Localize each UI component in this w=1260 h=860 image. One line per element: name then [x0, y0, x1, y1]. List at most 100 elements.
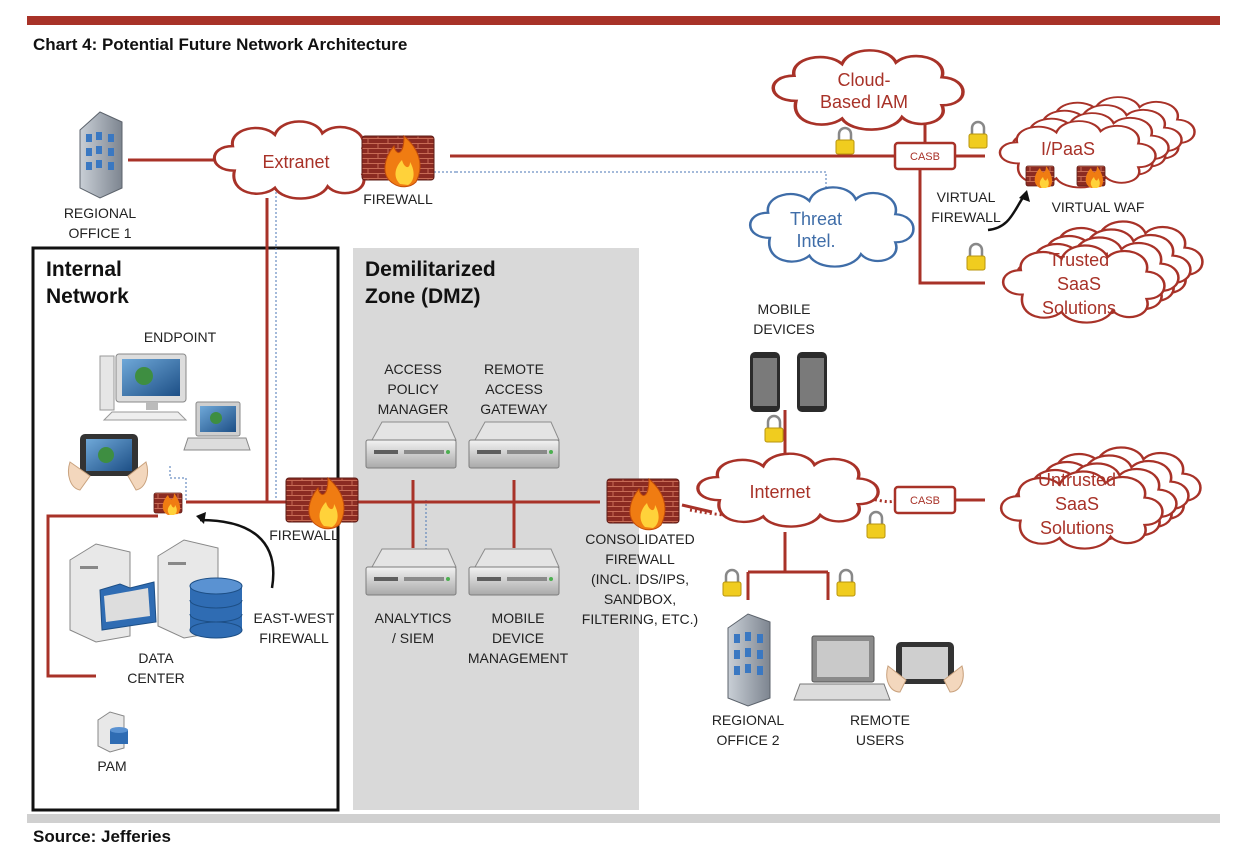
- cloud-iam-label: Cloud-Based IAM: [820, 70, 908, 112]
- label-line: / SIEM: [392, 630, 434, 646]
- label-line: SaaS: [1057, 274, 1101, 294]
- chart-title: Chart 4: Potential Future Network Archit…: [33, 35, 407, 54]
- pam-label: PAM: [97, 758, 126, 774]
- phone-icon: [797, 352, 827, 412]
- mobile-devices-label: MOBILE DEVICES: [753, 301, 814, 337]
- label-line: Intel.: [796, 231, 835, 251]
- phone-icon: [750, 352, 780, 412]
- label-line: Solutions: [1042, 298, 1116, 318]
- mobile-device-management-label: MOBILE DEVICE MANAGEMENT: [468, 610, 569, 666]
- lock-icon: [965, 242, 987, 272]
- label-line: MOBILE: [492, 610, 545, 626]
- label-line: Based IAM: [820, 92, 908, 112]
- regional-office-1-label: REGIONAL OFFICE 1: [64, 205, 137, 241]
- tablet-icon: [886, 642, 964, 693]
- label-line: DEVICE: [492, 630, 544, 646]
- laptop-icon: [793, 635, 891, 701]
- virtual-firewall-icon: [1025, 165, 1055, 189]
- desktop-computer-icon: [99, 353, 188, 421]
- label-line: I/PaaS: [1041, 139, 1095, 159]
- label-line: Cloud-: [837, 70, 890, 90]
- label-line: Trusted: [1049, 250, 1109, 270]
- remote-users-label: REMOTE USERS: [850, 712, 910, 748]
- label-line: FILTERING, ETC.): [582, 611, 698, 627]
- label-line: FIREWALL: [931, 209, 1001, 225]
- database-icon: [189, 577, 243, 639]
- casb-bottom-label: CASB: [910, 495, 940, 507]
- internal-network-zone: [31, 246, 340, 812]
- label-line: Demilitarized: [365, 258, 496, 281]
- label-line: POLICY: [387, 381, 439, 397]
- label-line: VIRTUAL WAF: [1052, 199, 1145, 215]
- extranet-label: Extranet: [262, 152, 329, 172]
- label-line: Extranet: [262, 152, 329, 172]
- lock-icon: [835, 568, 857, 598]
- bottom-rule: [27, 814, 1220, 823]
- analytics-siem-label: ANALYTICS / SIEM: [375, 610, 452, 646]
- east-west-firewall-icon: [153, 492, 183, 516]
- label-line: ENDPOINT: [144, 329, 217, 345]
- label-line: FIREWALL: [363, 191, 433, 207]
- label-line: DEVICES: [753, 321, 814, 337]
- consolidated-firewall-icon: [606, 478, 680, 531]
- label-line: (INCL. IDS/IPS,: [591, 571, 689, 587]
- virtual-waf-icon: [1076, 165, 1106, 189]
- label-line: Threat: [790, 209, 842, 229]
- pam-database-icon: [97, 711, 128, 753]
- label-line: CONSOLIDATED: [585, 531, 694, 547]
- label-line: MOBILE: [758, 301, 811, 317]
- ipaas-label: I/PaaS: [1041, 139, 1095, 159]
- folder-icon: [99, 581, 157, 631]
- dmz-zone: [353, 248, 639, 810]
- label-line: Internal: [46, 258, 122, 281]
- label-line: ACCESS: [485, 381, 543, 397]
- virtual-firewall-arrow: [987, 195, 1026, 232]
- casb-top-box: [893, 141, 957, 171]
- label-line: SaaS: [1055, 494, 1099, 514]
- firewall-icon: [285, 477, 359, 530]
- label-line: Network: [46, 285, 129, 308]
- label-line: ANALYTICS: [375, 610, 452, 626]
- lock-icon: [834, 126, 856, 156]
- label-line: USERS: [856, 732, 904, 748]
- label-line: Zone (DMZ): [365, 285, 480, 308]
- label-line: Solutions: [1040, 518, 1114, 538]
- server-icon: [365, 548, 457, 596]
- label-line: Untrusted: [1038, 470, 1116, 490]
- label-line: MANAGER: [378, 401, 449, 417]
- label-line: REGIONAL: [712, 712, 785, 728]
- firewall-mid-label: FIREWALL: [269, 527, 339, 543]
- arrow-head: [1019, 190, 1030, 202]
- endpoint-label: ENDPOINT: [144, 329, 217, 345]
- arrow-head: [196, 512, 206, 524]
- label-line: PAM: [97, 758, 126, 774]
- lock-icon: [721, 568, 743, 598]
- east-west-arrow: [199, 518, 275, 589]
- label-line: FIREWALL: [269, 527, 339, 543]
- label-line: GATEWAY: [480, 401, 548, 417]
- building-icon: [727, 613, 771, 707]
- label-line: Internet: [749, 482, 810, 502]
- internet-label: Internet: [749, 482, 810, 502]
- label-line: DATA: [138, 650, 174, 666]
- building-icon: [79, 111, 123, 199]
- server-icon: [365, 421, 457, 469]
- label-line: EAST-WEST: [254, 610, 335, 626]
- laptop-icon: [183, 401, 251, 451]
- label-line: REGIONAL: [64, 205, 137, 221]
- label-line: OFFICE 1: [68, 225, 131, 241]
- label-line: MANAGEMENT: [468, 650, 569, 666]
- source-note: Source: Jefferies: [33, 827, 171, 846]
- lock-icon: [967, 120, 989, 150]
- label-line: REMOTE: [850, 712, 910, 728]
